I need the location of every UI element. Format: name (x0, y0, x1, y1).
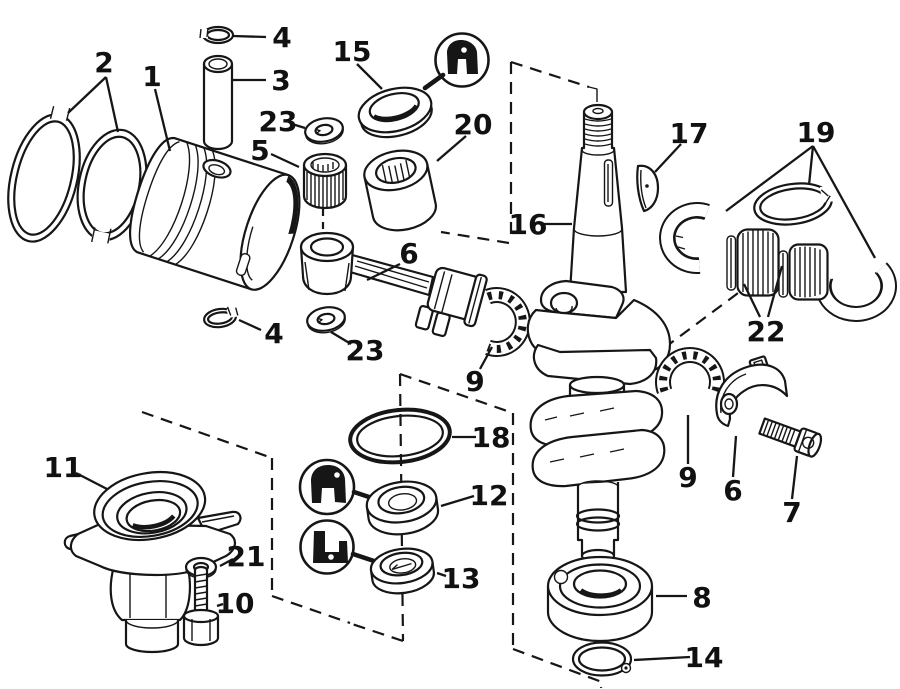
piston (128, 136, 301, 291)
callout-13: 13 (442, 562, 481, 595)
thrust-washer-top (304, 117, 344, 145)
pin-retaining-ring-bottom (203, 306, 239, 329)
callout-21: 21 (227, 540, 266, 573)
rod-bearing-cage-right (655, 347, 725, 394)
callout-20: 20 (454, 108, 493, 141)
seal-cross-section-icon-upper (298, 458, 375, 516)
oil-seal-upper (365, 480, 440, 536)
callout-9-left: 9 (465, 365, 484, 398)
callout-6-cap: 6 (723, 474, 742, 507)
callout-8: 8 (692, 581, 711, 614)
cap-screw (758, 417, 823, 458)
seal-cross-section-icon-lower (299, 519, 377, 575)
piston-pin (202, 54, 234, 151)
oil-seal-lower (369, 547, 435, 595)
connecting-rod (299, 231, 488, 338)
wrist-pin-bearing-cage (302, 152, 348, 210)
hex-bolt (182, 565, 220, 647)
bearing-lock-ring (571, 641, 633, 677)
callout-2: 2 (94, 46, 113, 79)
assembly-guide-lines (141, 60, 801, 689)
callout-4-bottom: 4 (264, 317, 283, 350)
callout-19: 19 (797, 116, 836, 149)
callout-3: 3 (271, 64, 290, 97)
callout-9-right: 9 (678, 461, 697, 494)
callout-7: 7 (782, 496, 801, 529)
callout-14: 14 (685, 641, 724, 674)
rod-bearing-cage-left (485, 287, 531, 357)
thrust-washer-bottom (306, 306, 346, 334)
crankcase-head (63, 471, 242, 654)
callout-18: 18 (472, 421, 511, 454)
callout-15: 15 (333, 35, 372, 68)
callout-1: 1 (142, 60, 161, 93)
crankshaft (526, 103, 672, 564)
callout-17: 17 (670, 117, 709, 150)
callout-6-rod: 6 (399, 237, 418, 270)
callout-16: 16 (509, 208, 548, 241)
split-needle-cage-right (778, 243, 829, 301)
callout-23-top: 23 (259, 105, 298, 138)
callout-labels: 1 2 3 4 4 5 6 6 7 8 9 9 10 11 12 13 14 1… (44, 21, 836, 674)
bearing-retaining-ring (753, 182, 840, 226)
callout-5: 5 (250, 134, 269, 167)
callout-11: 11 (44, 451, 83, 484)
center-main-bearing (363, 149, 438, 232)
callout-23-bottom: 23 (346, 334, 385, 367)
callout-10: 10 (216, 587, 255, 620)
o-ring (348, 407, 452, 465)
leader-lines (67, 34, 877, 662)
seal-cross-section-icon-top (422, 32, 490, 91)
callout-22: 22 (747, 315, 786, 348)
split-needle-cage-left (726, 228, 780, 297)
piston-ring-outer (7, 106, 81, 243)
ball-bearing (546, 555, 654, 643)
main-bearing-half-right (815, 262, 897, 322)
pin-retaining-ring-top (199, 25, 235, 45)
main-bearing-half-left (659, 202, 710, 274)
crankshaft-key (636, 164, 660, 213)
callout-4-top: 4 (272, 21, 291, 54)
connecting-rod-cap (715, 355, 789, 428)
callout-12: 12 (470, 479, 509, 512)
crankshaft-top-seal (357, 86, 433, 139)
